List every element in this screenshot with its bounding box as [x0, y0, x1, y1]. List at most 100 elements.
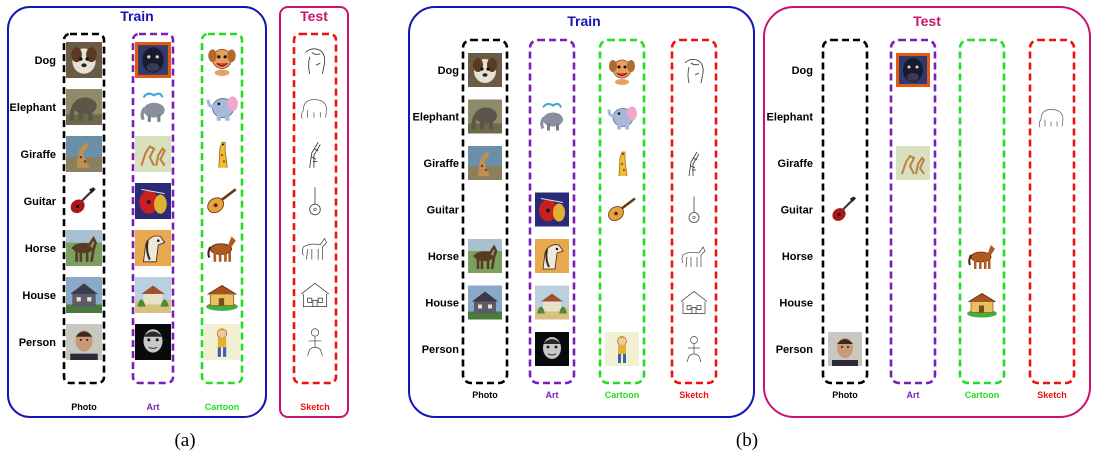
horse-sketch-thumbnail	[297, 230, 333, 266]
column-box-photo	[821, 38, 869, 385]
column-label-cartoon: Cartoon	[605, 390, 640, 400]
guitar-sketch-thumbnail	[297, 183, 333, 219]
person-cartoon-thumbnail	[204, 324, 240, 360]
horse-photo-thumbnail	[468, 239, 502, 273]
panel-b: Train Test (b) DogElephantGiraffeGuitarH…	[408, 6, 1091, 451]
dog-cartoon-thumbnail	[605, 53, 639, 87]
row-label-house: House	[22, 290, 56, 302]
panel-a-train-box	[7, 6, 267, 418]
panel-a-test-box	[279, 6, 349, 418]
column-box-cartoon	[598, 38, 646, 385]
row-label-guitar: Guitar	[781, 205, 814, 217]
person-sketch-thumbnail	[677, 332, 711, 366]
house-art-thumbnail	[535, 285, 569, 320]
elephant-sketch-thumbnail	[297, 89, 333, 125]
guitar-cartoon-thumbnail	[605, 192, 639, 227]
house-art-thumbnail	[135, 277, 171, 313]
horse-art-thumbnail	[135, 230, 171, 266]
column-label-cartoon: Cartoon	[205, 402, 240, 412]
column-box-cartoon	[958, 38, 1006, 385]
column-label-cartoon: Cartoon	[965, 390, 1000, 400]
person-art-thumbnail	[535, 332, 569, 366]
panel-b-train-box	[408, 6, 755, 418]
panel-a-test-title: Test	[300, 8, 328, 24]
row-label-dog: Dog	[438, 65, 459, 77]
row-label-horse: Horse	[25, 243, 56, 255]
dog-art-thumbnail	[135, 42, 171, 78]
column-label-photo: Photo	[472, 390, 498, 400]
row-label-giraffe: Giraffe	[21, 149, 56, 161]
guitar-art-thumbnail	[535, 192, 569, 227]
column-label-art: Art	[147, 402, 160, 412]
panel-a: Train Test (a) DogElephantGiraffeGuitarH…	[7, 6, 349, 451]
giraffe-cartoon-thumbnail	[605, 146, 639, 180]
person-cartoon-thumbnail	[605, 332, 639, 366]
panel-b-train-title: Train	[567, 13, 600, 29]
column-label-sketch: Sketch	[300, 402, 330, 412]
elephant-cartoon-thumbnail	[605, 99, 639, 134]
horse-art-thumbnail	[535, 239, 569, 273]
guitar-sketch-thumbnail	[677, 192, 711, 227]
elephant-art-thumbnail	[535, 99, 569, 134]
panel-a-train-title: Train	[120, 8, 153, 24]
person-art-thumbnail	[135, 324, 171, 360]
horse-photo-thumbnail	[66, 230, 102, 266]
row-label-elephant: Elephant	[767, 112, 814, 124]
giraffe-cartoon-thumbnail	[204, 136, 240, 172]
guitar-cartoon-thumbnail	[204, 183, 240, 219]
column-box-art	[528, 38, 576, 385]
row-label-giraffe: Giraffe	[778, 158, 813, 170]
column-box-sketch	[1028, 38, 1076, 385]
house-sketch-thumbnail	[297, 277, 333, 313]
dog-sketch-thumbnail	[297, 42, 333, 78]
panel-b-test-box	[763, 6, 1091, 418]
house-photo-thumbnail	[468, 285, 502, 320]
person-sketch-thumbnail	[297, 324, 333, 360]
guitar-photo-thumbnail	[828, 192, 862, 227]
guitar-photo-thumbnail	[66, 183, 102, 219]
house-sketch-thumbnail	[677, 285, 711, 320]
row-label-house: House	[425, 298, 459, 310]
panel-b-test-title: Test	[913, 13, 941, 29]
row-label-person: Person	[422, 344, 460, 356]
dog-photo-thumbnail	[468, 53, 502, 87]
guitar-art-thumbnail	[135, 183, 171, 219]
elephant-photo-thumbnail	[468, 99, 502, 134]
horse-cartoon-thumbnail	[965, 239, 999, 273]
row-label-elephant: Elephant	[10, 102, 57, 114]
elephant-photo-thumbnail	[66, 89, 102, 125]
dog-photo-thumbnail	[66, 42, 102, 78]
giraffe-art-thumbnail	[896, 146, 930, 180]
giraffe-photo-thumbnail	[66, 136, 102, 172]
row-label-person: Person	[776, 344, 814, 356]
giraffe-sketch-thumbnail	[297, 136, 333, 172]
column-label-photo: Photo	[71, 402, 97, 412]
row-label-dog: Dog	[35, 55, 56, 67]
elephant-sketch-thumbnail	[1035, 99, 1069, 134]
dog-cartoon-thumbnail	[204, 42, 240, 78]
giraffe-sketch-thumbnail	[677, 146, 711, 180]
row-label-person: Person	[19, 337, 57, 349]
panel-a-caption: (a)	[174, 430, 195, 451]
column-box-sketch	[670, 38, 718, 385]
dog-art-thumbnail	[896, 53, 930, 87]
column-box-photo	[62, 32, 106, 385]
giraffe-photo-thumbnail	[468, 146, 502, 180]
panel-b-caption: (b)	[736, 430, 758, 451]
person-photo-thumbnail	[66, 324, 102, 360]
column-box-art	[131, 32, 175, 385]
horse-cartoon-thumbnail	[204, 230, 240, 266]
column-label-photo: Photo	[832, 390, 858, 400]
person-photo-thumbnail	[828, 332, 862, 366]
row-label-elephant: Elephant	[413, 112, 460, 124]
column-box-cartoon	[200, 32, 244, 385]
horse-sketch-thumbnail	[677, 239, 711, 273]
column-label-art: Art	[907, 390, 920, 400]
row-label-guitar: Guitar	[427, 205, 460, 217]
row-label-horse: Horse	[782, 251, 813, 263]
house-cartoon-thumbnail	[965, 285, 999, 320]
column-box-sketch	[292, 32, 338, 385]
row-label-house: House	[779, 298, 813, 310]
dog-sketch-thumbnail	[677, 53, 711, 87]
